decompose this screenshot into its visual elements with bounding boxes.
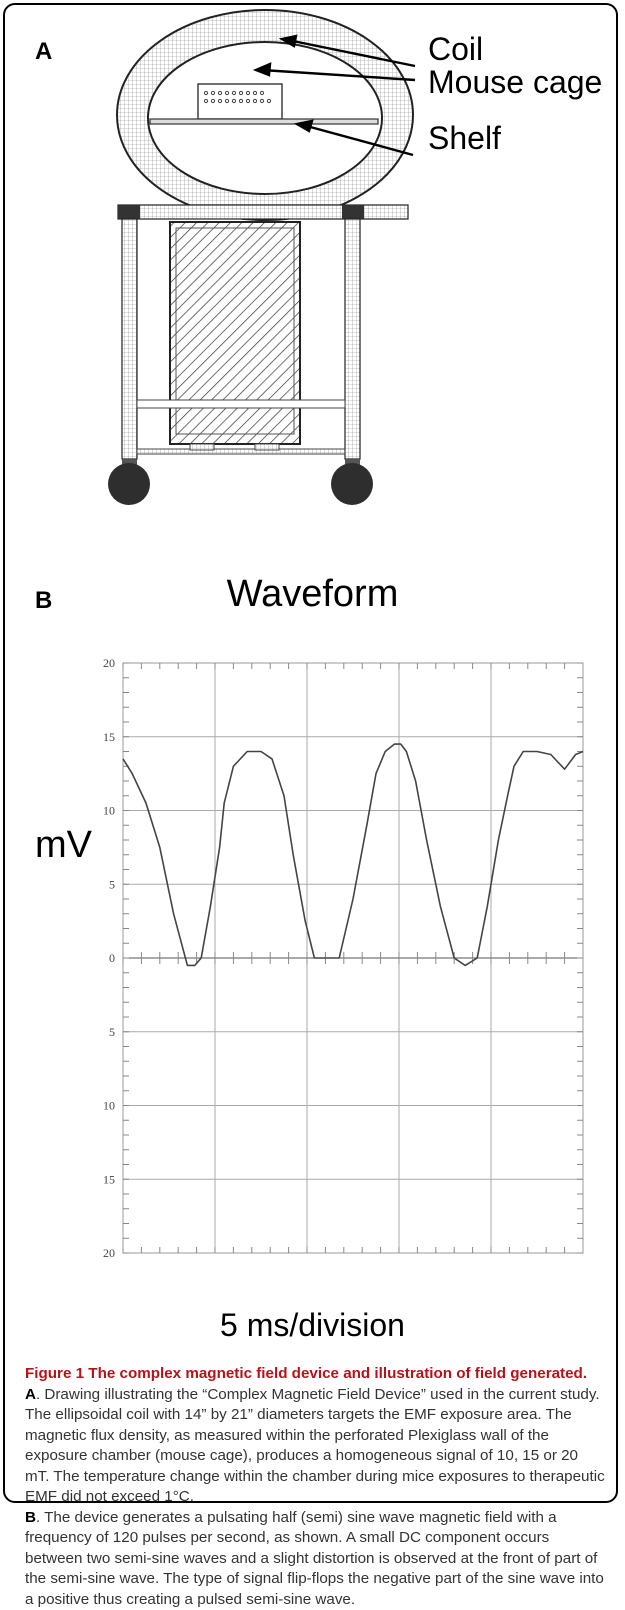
shelf xyxy=(149,118,379,125)
y-axis-label: mV xyxy=(35,824,92,866)
y-tick-label: 10 xyxy=(103,804,115,818)
y-tick-label: 20 xyxy=(103,656,115,670)
y-tick-label: 10 xyxy=(103,1099,115,1113)
device-drawing xyxy=(108,9,416,505)
caption-a-ref: A xyxy=(25,1385,36,1403)
y-tick-label: 20 xyxy=(103,1246,115,1260)
mouse-cage-label: Mouse cage xyxy=(428,64,603,100)
panel-a-letter: A xyxy=(35,38,53,65)
shelf-label: Shelf xyxy=(428,120,501,156)
caption-b-ref: B xyxy=(25,1508,36,1526)
caption-a-text: . Drawing illustrating the “Complex Magn… xyxy=(25,1385,605,1506)
panel-b-letter: B xyxy=(35,587,53,614)
wheel-left xyxy=(108,463,150,505)
y-tick-label: 0 xyxy=(109,951,115,965)
wheel-right xyxy=(331,463,373,505)
y-tick-label: 5 xyxy=(109,1025,115,1039)
chart-title: Waveform xyxy=(226,573,399,615)
coil-label: Coil xyxy=(428,31,484,67)
y-tick-label: 15 xyxy=(103,730,115,744)
waveform-chart: 20 15 10 5 0 5 10 15 20 xyxy=(103,656,584,1260)
caption-title: Figure 1 The complex magnetic field devi… xyxy=(25,1365,588,1382)
figure-frame xyxy=(3,3,618,1503)
figure-caption: Figure 1 The complex magnetic field devi… xyxy=(25,1364,605,1610)
waveform-line xyxy=(122,743,584,967)
x-axis-label: 5 ms/division xyxy=(220,1307,405,1343)
mouse-cage xyxy=(197,83,283,120)
y-tick-label: 5 xyxy=(109,877,115,891)
caption-b-text: . The device generates a pulsating half … xyxy=(25,1508,604,1608)
y-tick-label: 15 xyxy=(103,1172,115,1186)
